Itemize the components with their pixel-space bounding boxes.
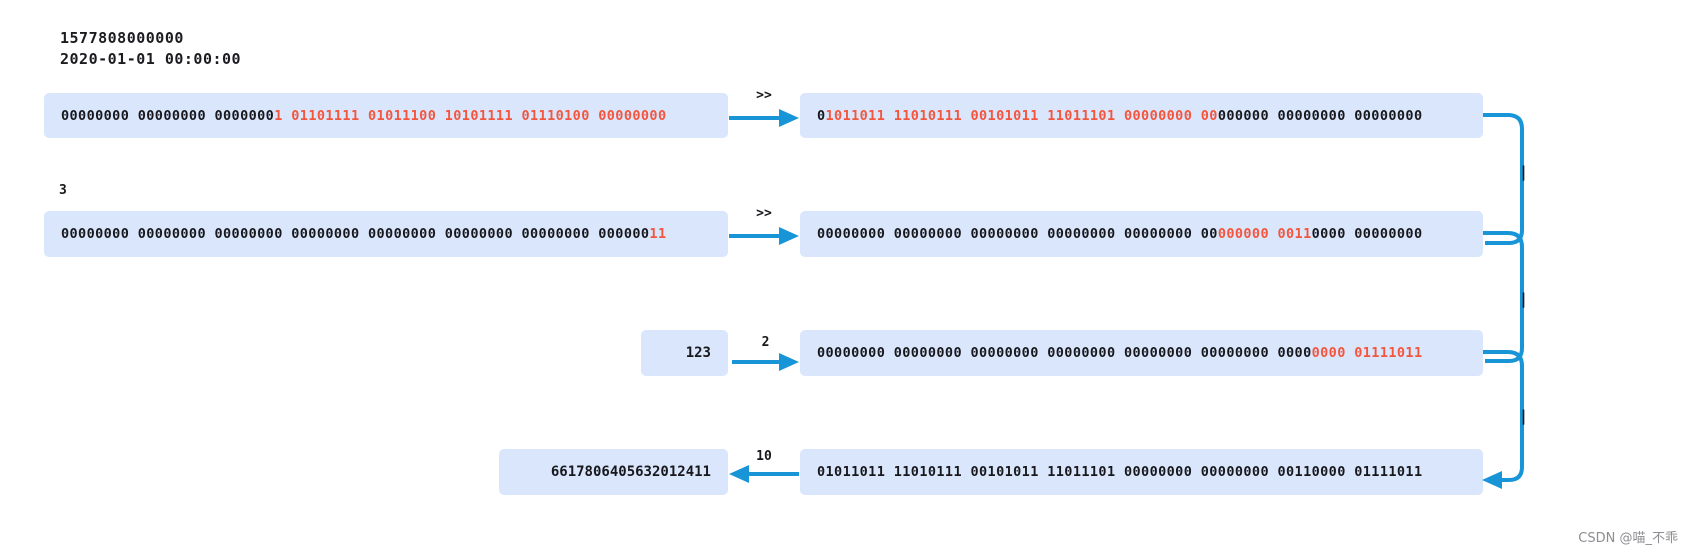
row1-right-black-prefix: 0 bbox=[817, 107, 826, 124]
row2-right-black-prefix: 00000000 00000000 00000000 00000000 0000… bbox=[817, 226, 1218, 242]
watermark: CSDN @喵_不乖 bbox=[1578, 531, 1678, 546]
row3-left-value-box: 123 bbox=[641, 330, 728, 376]
row1-left-bits: 00000000 00000000 00000001 01101111 0101… bbox=[61, 108, 666, 124]
row3-operator-label: 2 bbox=[761, 335, 770, 350]
header-timestamp-block: 1577808000000 2020-01-01 00:00:00 bbox=[60, 28, 241, 71]
or-operator-1: | bbox=[1519, 163, 1529, 181]
datetime-value: 2020-01-01 00:00:00 bbox=[60, 50, 242, 69]
row1-left-black-prefix: 00000000 00000000 0000000 bbox=[61, 107, 275, 124]
row1-right-bits-box: 01011011 11010111 00101011 11011101 0000… bbox=[800, 93, 1483, 138]
row3-left-value: 123 bbox=[685, 345, 711, 361]
row3-right-black-prefix: 00000000 00000000 00000000 00000000 0000… bbox=[817, 345, 1312, 361]
row3-arrow-icon bbox=[732, 340, 799, 371]
row2-right-black-suffix: 0000 00000000 bbox=[1311, 226, 1423, 242]
row2-left-red: 11 bbox=[649, 226, 667, 242]
row4-right-bits-box: 01011011 11010111 00101011 11011101 0000… bbox=[800, 449, 1483, 495]
row1-right-red: 1011011 11010111 00101011 11011101 00000… bbox=[825, 107, 1218, 124]
row3-right-red: 0000 01111011 bbox=[1311, 345, 1423, 361]
row1-left-red: 1 01101111 01011100 10101111 01110100 00… bbox=[274, 107, 667, 124]
row4-right-bits: 01011011 11010111 00101011 11011101 0000… bbox=[817, 464, 1422, 480]
row3-right-bits-box: 00000000 00000000 00000000 00000000 0000… bbox=[800, 330, 1483, 376]
row4-right-black-prefix: 01011011 11010111 00101011 11011101 0000… bbox=[817, 464, 1423, 480]
timestamp-ms-value: 1577808000000 bbox=[60, 29, 184, 47]
row1-arrow-icon bbox=[729, 103, 799, 133]
row1-right-black-suffix: 000000 00000000 00000000 bbox=[1217, 107, 1423, 124]
row2-left-bits-box: 00000000 00000000 00000000 00000000 0000… bbox=[44, 211, 728, 257]
row3-right-bits: 00000000 00000000 00000000 00000000 0000… bbox=[817, 345, 1422, 361]
or-operator-2: | bbox=[1519, 290, 1529, 308]
row2-right-bits: 00000000 00000000 00000000 00000000 0000… bbox=[817, 226, 1423, 242]
row2-operator-label: >> bbox=[756, 206, 772, 221]
row2-right-bits-box: 00000000 00000000 00000000 00000000 0000… bbox=[800, 211, 1483, 257]
row2-right-red: 000000 0011 bbox=[1217, 226, 1312, 242]
row2-left-black-prefix: 00000000 00000000 00000000 00000000 0000… bbox=[61, 226, 650, 242]
row4-result-value-box: 6617806405632012411 bbox=[499, 449, 728, 495]
row4-arrow-icon bbox=[729, 459, 799, 489]
or-operator-3: | bbox=[1519, 407, 1529, 425]
row1-left-bits-box: 00000000 00000000 00000001 01101111 0101… bbox=[44, 93, 728, 138]
or-bus-connector-icon bbox=[1480, 90, 1550, 490]
row2-arrow-icon bbox=[729, 221, 799, 251]
row1-operator-label: >> bbox=[756, 88, 772, 103]
row2-left-bits: 00000000 00000000 00000000 00000000 0000… bbox=[61, 226, 666, 242]
row4-result-value: 6617806405632012411 bbox=[550, 464, 711, 480]
row1-right-bits: 01011011 11010111 00101011 11011101 0000… bbox=[817, 108, 1422, 124]
row2-left-label: 3 bbox=[59, 183, 67, 198]
row4-operator-label: 10 bbox=[756, 449, 772, 464]
